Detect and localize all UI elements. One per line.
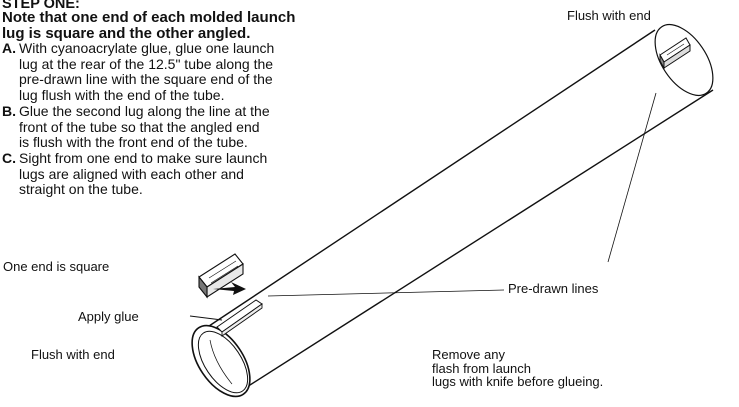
launch-lug-loose — [198, 253, 244, 299]
step-c-letter: C. — [2, 150, 16, 166]
remove-flash-line: flash from launch — [432, 360, 531, 376]
tube-inner-shading — [209, 339, 233, 385]
direction-arrow — [213, 282, 246, 295]
step-a-letter: A. — [2, 40, 16, 56]
step-a-line: lug at the rear of the 12.5" tube along … — [19, 55, 274, 72]
step-b-line: Glue the second lug along the line at th… — [19, 103, 270, 119]
step-c-line: Sight from one end to make sure launch — [19, 150, 268, 166]
step-a-line: With cyanoacrylate glue, glue one launch — [19, 40, 275, 56]
step-note-line-2: lug is square and the other angled. — [2, 25, 251, 42]
label-one-end-square: One end is square — [3, 259, 110, 274]
predrawn-line — [267, 289, 505, 297]
step-a-line: pre-drawn line with the square end of th… — [19, 71, 273, 87]
step-c-line: straight on the tube. — [19, 181, 143, 197]
tube-near-end-inner — [197, 330, 249, 394]
step-c-text: Sight from one end to make sure launch l… — [19, 150, 268, 198]
step-b-line: is flush with the front end of the tube. — [19, 134, 248, 150]
tube-top-edge — [202, 29, 656, 331]
step-b-letter: B. — [2, 103, 16, 119]
tube-far-end — [654, 24, 714, 96]
tube-near-end-outer — [191, 324, 251, 398]
apply-glue-leader — [189, 315, 223, 321]
step-a-line: lug flush with the end of the tube. — [19, 86, 225, 103]
step-c-line: lugs are aligned with each other and — [19, 165, 244, 182]
step-note: Note that one end of each molded launch … — [2, 10, 295, 42]
step-note-line-1: Note that one end of each molded launch — [2, 9, 296, 26]
label-flush-with-end-top: Flush with end — [567, 8, 651, 23]
label-pre-drawn-lines: Pre-drawn lines — [508, 281, 599, 296]
step-b-line: front of the tube so that the angled end — [19, 118, 260, 135]
step-heading: STEP ONE: — [2, 0, 80, 12]
predrawn-leader-top — [607, 92, 657, 263]
step-a-text: With cyanoacrylate glue, glue one launch… — [19, 40, 275, 103]
label-flush-with-end-bottom: Flush with end — [31, 347, 115, 362]
launch-lug-mounted — [659, 37, 691, 70]
label-remove-flash: Remove any flash from launch lugs with k… — [432, 348, 603, 389]
remove-flash-line: lugs with knife before glueing. — [432, 374, 604, 389]
remove-flash-line: Remove any — [432, 347, 505, 362]
launch-lug-glued — [216, 299, 263, 337]
label-apply-glue: Apply glue — [78, 309, 139, 324]
tube-bottom-edge — [238, 89, 714, 393]
step-b-text: Glue the second lug along the line at th… — [19, 103, 270, 151]
